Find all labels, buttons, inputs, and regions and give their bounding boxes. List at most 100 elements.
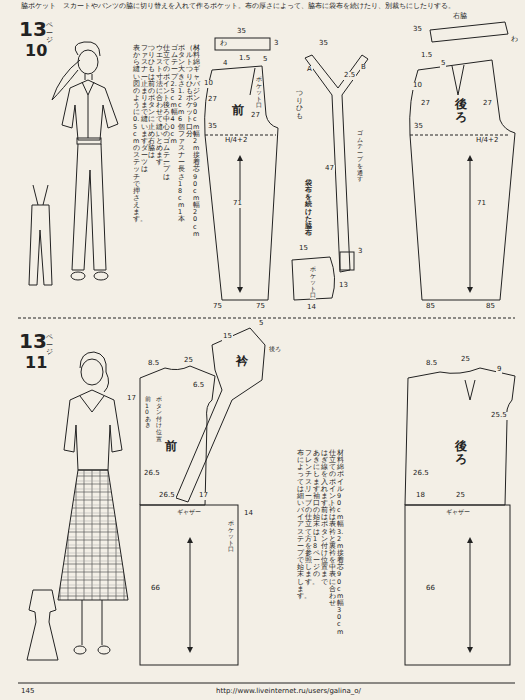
dimension-label: A (306, 66, 313, 74)
note-column: つりひも (296, 90, 303, 121)
note-column: ファスナー止まりまで縫います。ダーツは (141, 45, 148, 174)
dimension-label: 47 (324, 165, 335, 173)
note-column: ウエスト寸法に合わせて縫いとめます。 (156, 45, 163, 166)
piece-name: 衿 (236, 355, 250, 368)
note-column: ポケット口 (228, 520, 234, 553)
dimension-label: B (360, 64, 367, 72)
piece-name: 後ろ (455, 440, 467, 466)
dimension-label: 5 (262, 56, 268, 64)
note-column: 仕立てのポイント 衿は表衿と裏衿を中表に合わせ、 (329, 450, 336, 607)
dimension-label: 17 (198, 492, 209, 500)
dimension-label: 6.5 (192, 382, 205, 390)
dimension-label: 3 (357, 248, 363, 256)
dimension-label: 10 (412, 82, 423, 90)
note-column: 前10あき (145, 396, 151, 429)
dimension-label: 85 (425, 303, 436, 311)
dimension-label: 26.5 (158, 492, 176, 500)
note-column: あきにします。袖口の始末は18ページの (313, 450, 320, 579)
note-column: 材料 綿ギャバジン 90cm幅2m 接着芯 90cm幅20cm (193, 45, 200, 238)
dimension-label: 8.5 (425, 360, 438, 368)
note-column: ゴムテープを通す (357, 130, 363, 183)
piece-name: 前 (165, 440, 179, 453)
dimension-label: 35 (413, 123, 424, 131)
dimension-label: 35 (412, 26, 423, 34)
dimension-label: 14 (306, 304, 317, 312)
pattern-label: ギャザー (445, 509, 471, 516)
dimension-label: 13 (338, 282, 349, 290)
piece-name: 袋布を続けた脇布 (305, 180, 312, 237)
piece-name: 前 (232, 104, 246, 117)
pattern-label: http://www.liveinternet.ru/users/galina_… (215, 688, 362, 696)
dimension-label: 3 (273, 40, 279, 48)
dimension-label: 25 (455, 492, 466, 500)
pattern-piece: 衿 (236, 355, 250, 371)
dimension-label: 14 (243, 510, 254, 518)
pattern-piece: 前 (165, 440, 179, 456)
note-column: ボタン付け位置 (156, 396, 162, 442)
dimension-label: 71 (476, 200, 487, 208)
note-column: つりひもは前のボタンに止め、右脇は (148, 45, 155, 159)
dimension-label: 5 (258, 320, 264, 328)
dimension-label: 27 (207, 96, 218, 104)
dimension-label: 13 (18, 330, 48, 352)
dimension-label: 2.5 (343, 72, 356, 80)
dimension-label: 15 (222, 333, 233, 341)
dimension-label: 25.5 (490, 412, 508, 420)
dimension-label: 11 (24, 354, 48, 372)
dimension-label: 26.5 (412, 470, 430, 478)
dimension-label: 5 (440, 60, 446, 68)
pattern-label: 後ろ (268, 346, 282, 353)
note-column: （ベルト、つりひも、ポケット口分） (186, 45, 193, 138)
pattern-piece: 後ろ (455, 440, 469, 469)
dimension-label: 75 (255, 303, 266, 311)
dimension-label: 85 (485, 303, 496, 311)
dimension-label: 35 (318, 40, 329, 48)
dimension-label: H/4+2 (475, 137, 499, 145)
note-column: 材料 綿ボイル 90cm幅3.2m 接着芯 90cm幅30cm (337, 450, 344, 636)
pattern-label: 右脇 (452, 13, 468, 21)
pattern-label: ギャザー (176, 509, 202, 516)
dimension-label: 17 (126, 395, 137, 403)
dimension-label: 145 (20, 688, 35, 696)
dimension-label: 15 (298, 245, 309, 253)
dimension-label: 13 (18, 18, 48, 40)
note-column: ポケット口 (310, 266, 316, 299)
dimension-label: 27 (420, 100, 431, 108)
dimension-label: 27 (482, 100, 493, 108)
pattern-piece: 袋布を続けた脇布 (305, 180, 314, 240)
dimension-label: 10 (24, 42, 48, 60)
pattern-piece: 後ろ (455, 98, 469, 127)
dimension-label: 66 (425, 585, 436, 593)
dimension-label: 8.5 (147, 360, 160, 368)
pattern-label: 脇ポケット スカートやパンツの脇に切り替えを入れて作るポケット。布の厚さによって… (20, 3, 456, 10)
note-column: 布によっては、細いバイアステープで始末します。 (297, 450, 304, 600)
dimension-label: 4 (222, 60, 228, 68)
note-column: はぎ線を入れます。前はボタン付け位置まで (321, 450, 328, 586)
dimension-label: 9 (496, 366, 502, 374)
note-column: フレンチ・スリーブの仕立て方を参照します。 (305, 450, 312, 586)
note-column: 仕立てのポイント 後ろ中心のゴムテープは (163, 45, 170, 181)
dimension-label: H/4+2 (224, 137, 248, 145)
dimension-label: 10 (203, 80, 214, 88)
dimension-label: 25 (460, 356, 471, 364)
note-column: ゴムテープ 2.5cm幅40cm (171, 45, 178, 145)
dimension-label: 1.5 (420, 52, 433, 60)
piece-name: 後ろ (455, 98, 467, 124)
note-column: 表から縫い、図のように0.5cmのステッチで押さえます。 (133, 45, 140, 224)
pattern-piece: 前 (232, 104, 246, 120)
note-column: ポケット口 (256, 76, 262, 109)
note-column: ボタン 大きさ1.2cm6個 ファスナー 長さ18cm1本 (178, 45, 185, 224)
pattern-label: わ (510, 36, 519, 44)
dimension-label: 27 (250, 112, 261, 120)
dimension-label: 18 (415, 492, 426, 500)
dimension-label: 25 (183, 357, 194, 365)
dimension-label: 66 (150, 585, 161, 593)
dimension-label: 35 (236, 28, 247, 36)
dimension-label: 26.5 (143, 470, 161, 478)
dimension-label: 71 (232, 200, 243, 208)
dimension-label: 35 (207, 123, 218, 131)
dimension-label: 1.5 (238, 55, 251, 63)
dimension-label: 75 (212, 303, 223, 311)
